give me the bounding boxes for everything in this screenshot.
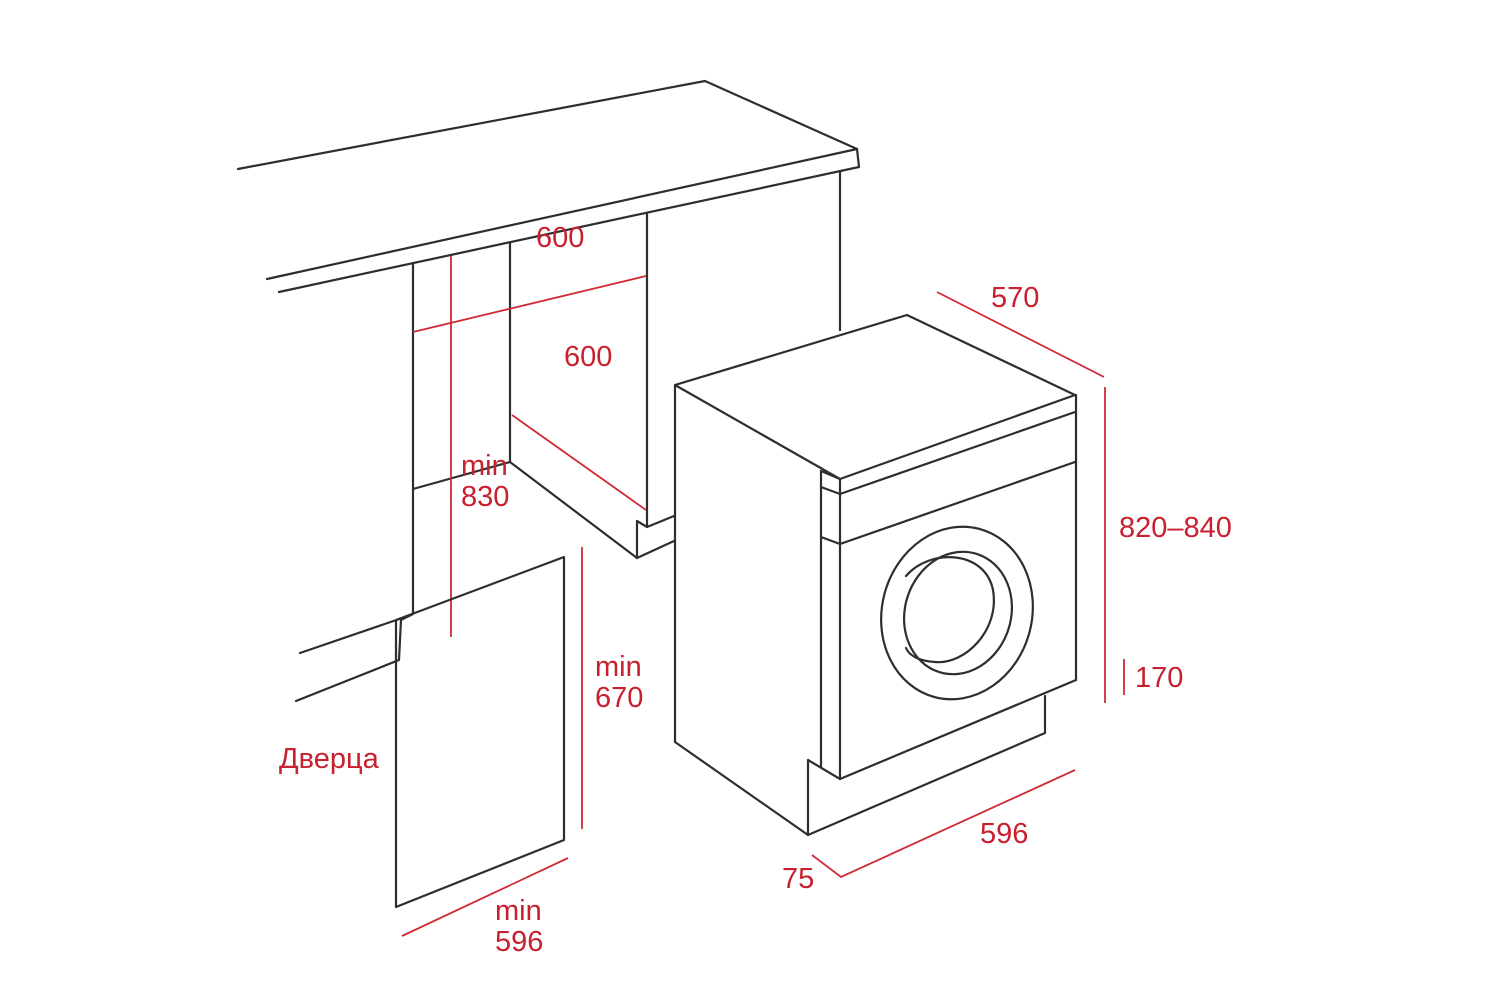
machine-side — [673, 383, 810, 837]
door-height-min-label: min — [595, 651, 642, 683]
countertop-top-edge — [236, 79, 859, 171]
washing-machine — [673, 313, 1078, 837]
niche-height-min-label: min — [461, 450, 508, 482]
door-width-value: 596 — [495, 926, 543, 958]
door-outline — [394, 555, 566, 909]
left-panel — [294, 261, 415, 703]
depth-line — [936, 291, 1105, 378]
door-height-value: 670 — [595, 682, 643, 714]
countertop-bottom-edge — [277, 165, 861, 294]
width-line — [811, 769, 1076, 879]
width-label: 596 — [980, 818, 1028, 850]
machine-dimensions: 570 820–840 170 596 75 — [782, 282, 1232, 895]
control-panel-top — [819, 410, 1077, 496]
door-label: Дверца — [279, 743, 380, 775]
plinth-recess-label: 75 — [782, 863, 814, 895]
plinth-height-label: 170 — [1135, 662, 1183, 694]
niche-height-value: 830 — [461, 481, 509, 513]
porthole-glass — [904, 556, 995, 664]
front-panel-bottom — [838, 678, 1078, 781]
porthole-ring — [902, 550, 1014, 676]
door-panel: Дверца min 670 min 596 — [279, 547, 643, 958]
countertop-front-edge — [265, 147, 859, 281]
porthole-outer — [880, 525, 1034, 701]
door-porthole — [880, 525, 1034, 701]
control-panel-bottom — [819, 460, 1077, 546]
kitchen-cabinet — [236, 79, 861, 703]
door-width-min-label: min — [495, 895, 542, 927]
height-label: 820–840 — [1119, 512, 1232, 544]
niche-width-label: 600 — [536, 222, 584, 254]
machine-top — [673, 313, 1077, 481]
depth-label: 570 — [991, 282, 1039, 314]
niche-depth-label: 600 — [564, 341, 612, 373]
niche-depth-line — [511, 414, 647, 511]
niche-width-line — [412, 275, 647, 333]
door-width-line — [401, 857, 569, 937]
cabinet-dimensions: 600 600 min 830 — [412, 222, 647, 637]
plinth — [806, 694, 1047, 837]
